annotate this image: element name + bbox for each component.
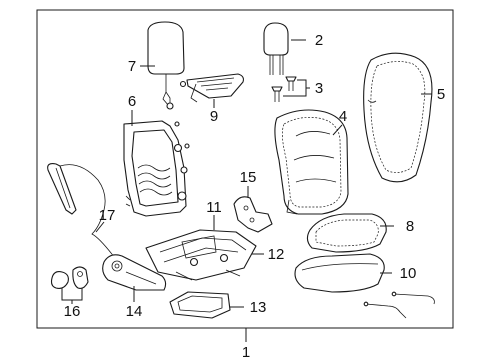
part-17-cable: [47, 163, 135, 270]
callout-6: 6: [128, 93, 136, 110]
part-9-back-panel: [186, 73, 244, 103]
part-15-bracket: [233, 196, 273, 233]
part-13-storage-tray: [169, 291, 231, 319]
callout-14: 14: [126, 303, 143, 320]
part-10-seat-cushion-pad: [294, 253, 385, 293]
callout-13: 13: [250, 299, 267, 316]
part-8-seat-cushion-cover: [306, 213, 387, 253]
callout-3: 3: [315, 80, 323, 97]
part-wire-rods: [363, 291, 435, 319]
part-12-seat-adjuster: [145, 229, 257, 281]
part-4-seatback-cover: [274, 109, 349, 215]
callout-17: 17: [99, 207, 116, 224]
callout-5: 5: [437, 86, 445, 103]
leader-4: [332, 124, 343, 136]
part-2-headrest: [263, 22, 289, 75]
callout-2: 2: [315, 32, 323, 49]
callout-10: 10: [400, 265, 417, 282]
part-5-seatback-rear-cover: [363, 52, 433, 183]
part-6-seatback-frame: [123, 120, 190, 217]
part-3-headrest-guides: [271, 76, 297, 102]
leader-3: [283, 79, 310, 97]
callout-1: 1: [242, 344, 250, 360]
leader-17: [95, 221, 105, 233]
leader-16: [61, 288, 83, 304]
callout-15: 15: [240, 169, 257, 186]
callout-8: 8: [406, 218, 414, 235]
callout-7: 7: [128, 58, 136, 75]
part-14-side-shield: [102, 254, 167, 291]
diagram-border: [36, 9, 454, 329]
callout-16: 16: [64, 303, 81, 320]
callout-4: 4: [339, 108, 347, 125]
callout-9: 9: [210, 108, 218, 125]
callout-11: 11: [206, 199, 222, 216]
part-7-headrest-pad: [147, 21, 187, 110]
callout-12: 12: [268, 246, 285, 263]
part-16-knobs: [50, 266, 89, 289]
